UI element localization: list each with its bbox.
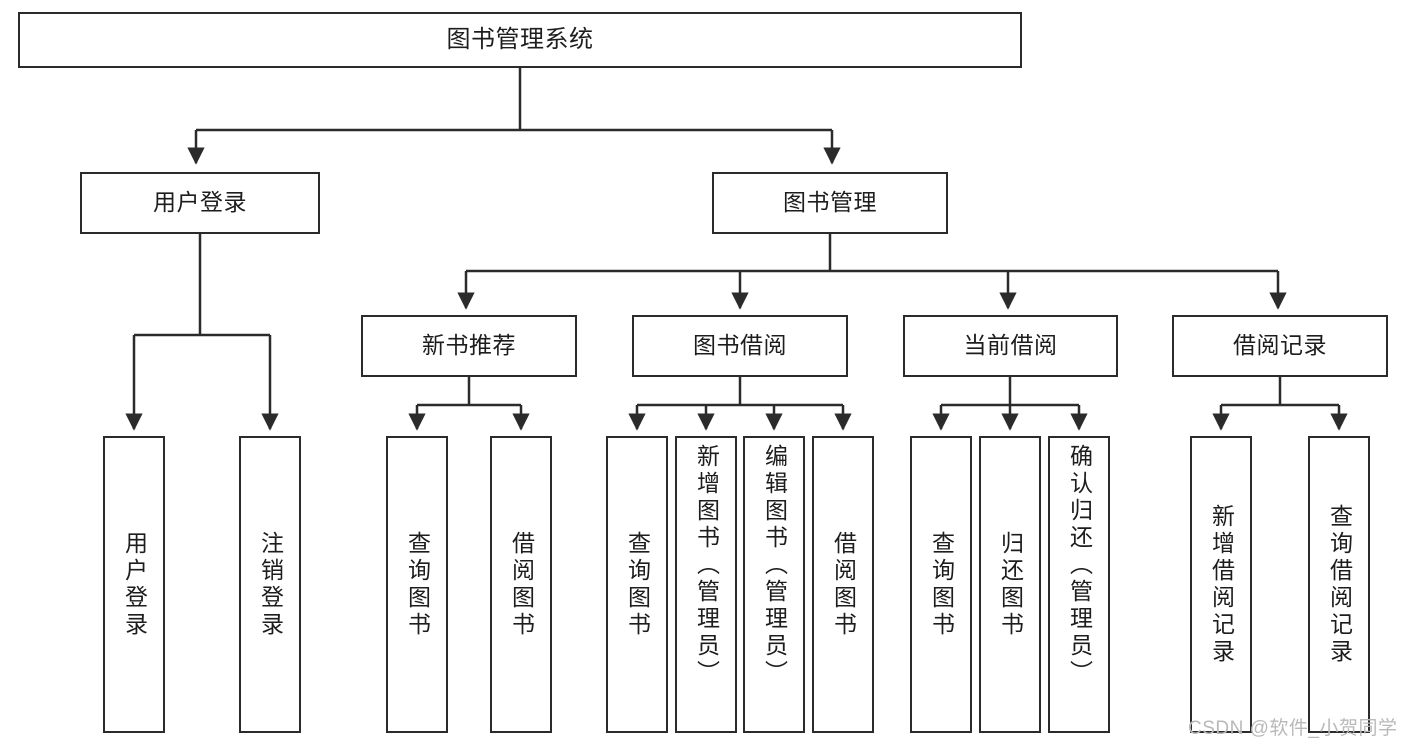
leaf-text-wrap: 确认归还（管理员） <box>1050 438 1108 737</box>
node-label: 确认归还（管理员） <box>1066 444 1093 687</box>
node-label: 借阅图书 <box>830 530 857 639</box>
csdn-watermark: CSDN @软件_小贺同学 <box>1188 718 1398 739</box>
node-label: 新增图书（管理员） <box>693 444 720 687</box>
node-label: 归还图书 <box>997 530 1024 639</box>
leaf-text-wrap: 借阅图书 <box>492 438 550 731</box>
node-root-system[interactable]: 图书管理系统 <box>18 12 1022 68</box>
leaf-query-book-borrow[interactable]: 查询图书 <box>606 436 668 733</box>
leaf-text-wrap: 归还图书 <box>981 438 1039 731</box>
node-label: 查询图书 <box>624 530 651 639</box>
node-borrow-record[interactable]: 借阅记录 <box>1172 315 1388 377</box>
leaf-return-book[interactable]: 归还图书 <box>979 436 1041 733</box>
node-label: 查询图书 <box>404 530 431 639</box>
leaf-query-borrow-record[interactable]: 查询借阅记录 <box>1308 436 1370 733</box>
leaf-text-wrap: 借阅图书 <box>814 438 872 731</box>
node-label: 借阅记录 <box>1233 332 1327 359</box>
leaf-borrow-book-recommend[interactable]: 借阅图书 <box>490 436 552 733</box>
leaf-text-wrap: 用户登录 <box>105 438 163 731</box>
node-label: 查询借阅记录 <box>1326 503 1353 666</box>
leaf-text-wrap: 查询借阅记录 <box>1310 438 1368 731</box>
node-user-login[interactable]: 用户登录 <box>80 172 320 234</box>
leaf-text-wrap: 查询图书 <box>608 438 666 731</box>
node-label: 查询图书 <box>928 530 955 639</box>
node-label: 借阅图书 <box>508 530 535 639</box>
leaf-query-book-current[interactable]: 查询图书 <box>910 436 972 733</box>
node-label: 图书借阅 <box>693 332 787 359</box>
node-label: 编辑图书（管理员） <box>761 444 788 687</box>
leaf-confirm-return-admin[interactable]: 确认归还（管理员） <box>1048 436 1110 733</box>
leaf-query-book-recommend[interactable]: 查询图书 <box>386 436 448 733</box>
node-label: 用户登录 <box>153 189 247 216</box>
leaf-text-wrap: 查询图书 <box>912 438 970 731</box>
leaf-logout[interactable]: 注销登录 <box>239 436 301 733</box>
node-book-borrow[interactable]: 图书借阅 <box>632 315 848 377</box>
leaf-edit-book-admin[interactable]: 编辑图书（管理员） <box>743 436 805 733</box>
node-label: 图书管理 <box>783 189 877 216</box>
leaf-borrow-book[interactable]: 借阅图书 <box>812 436 874 733</box>
node-book-management[interactable]: 图书管理 <box>712 172 948 234</box>
node-label: 新增借阅记录 <box>1208 503 1235 666</box>
node-current-borrow[interactable]: 当前借阅 <box>903 315 1118 377</box>
leaf-text-wrap: 编辑图书（管理员） <box>745 438 803 737</box>
leaf-user-login[interactable]: 用户登录 <box>103 436 165 733</box>
node-label: 当前借阅 <box>963 332 1058 359</box>
node-label: 图书管理系统 <box>446 25 594 53</box>
node-label: 注销登录 <box>257 530 284 639</box>
leaf-text-wrap: 注销登录 <box>241 438 299 731</box>
leaf-add-book-admin[interactable]: 新增图书（管理员） <box>675 436 737 733</box>
leaf-text-wrap: 新增借阅记录 <box>1192 438 1250 731</box>
leaf-text-wrap: 查询图书 <box>388 438 446 731</box>
leaf-text-wrap: 新增图书（管理员） <box>677 438 735 737</box>
node-label: 新书推荐 <box>422 332 516 359</box>
node-label: 用户登录 <box>121 530 148 639</box>
leaf-add-borrow-record[interactable]: 新增借阅记录 <box>1190 436 1252 733</box>
node-new-book-recommend[interactable]: 新书推荐 <box>361 315 577 377</box>
